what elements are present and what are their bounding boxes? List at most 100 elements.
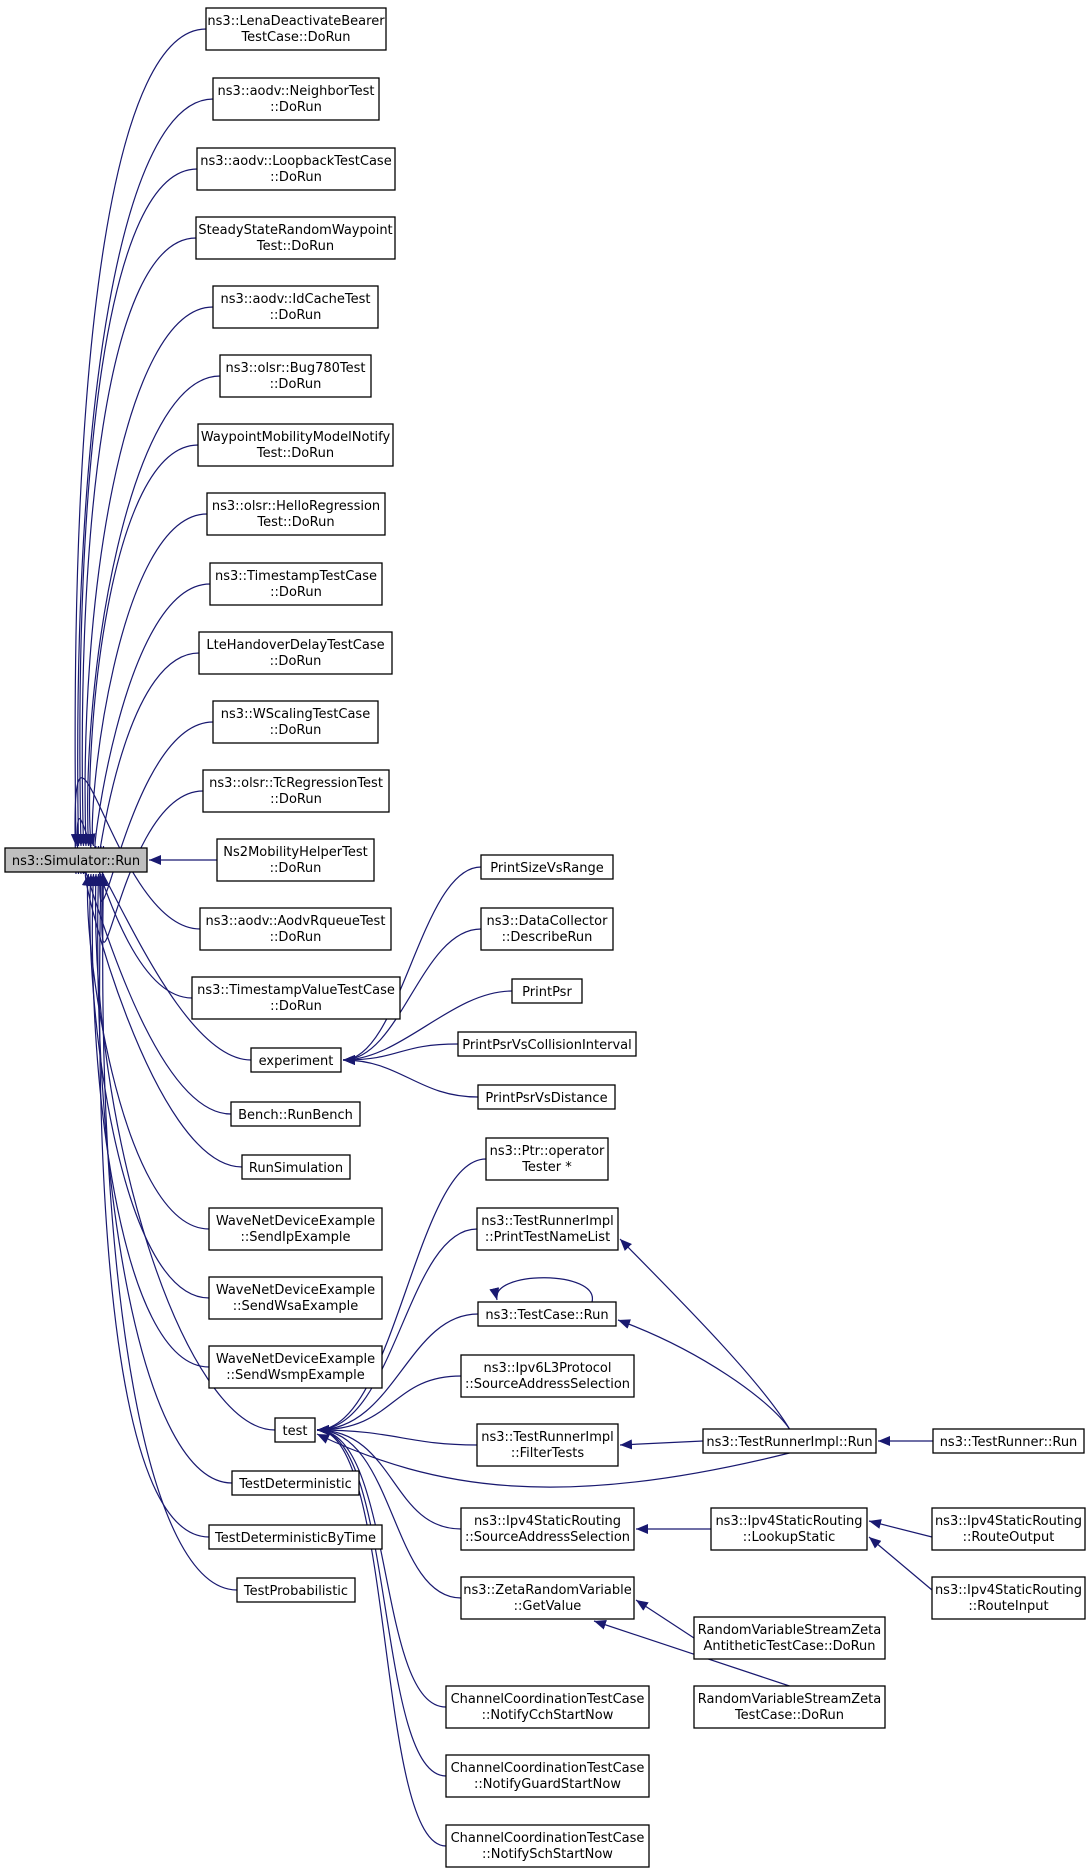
node-label: ::DoRun	[270, 308, 322, 323]
node-experiment[interactable]: experiment	[250, 1047, 342, 1073]
node-n6[interactable]: ns3::olsr::Bug780Test::DoRun	[219, 354, 372, 398]
node-dcdr[interactable]: ns3::DataCollector::DescribeRun	[480, 907, 614, 951]
node-box	[710, 1507, 868, 1551]
node-label: ns3::TestRunner::Run	[940, 1435, 1078, 1450]
edge-ipv6-test	[316, 1375, 462, 1435]
node-label: Test::DoRun	[256, 515, 334, 530]
node-trrun[interactable]: ns3::TestRunner::Run	[932, 1428, 1085, 1454]
edge-zeta-test	[316, 1425, 462, 1599]
edge-n4-root	[78, 237, 197, 847]
node-label: ns3::ZetaRandomVariable	[463, 1583, 631, 1598]
node-label: ::NotifyCchStartNow	[482, 1708, 614, 1723]
node-label: ns3::TimestampValueTestCase	[197, 983, 395, 998]
node-n3[interactable]: ns3::aodv::LoopbackTestCase::DoRun	[196, 147, 396, 191]
node-label: Ns2MobilityHelperTest	[223, 845, 367, 860]
node-ipv4sas[interactable]: ns3::Ipv4StaticRouting::SourceAddressSel…	[460, 1507, 635, 1551]
node-n15[interactable]: ns3::TimestampValueTestCase::DoRun	[191, 976, 401, 1020]
node-n10[interactable]: LteHandoverDelayTestCase::DoRun	[198, 631, 393, 675]
node-psvr[interactable]: PrintSizeVsRange	[480, 854, 614, 880]
node-box	[231, 1470, 360, 1496]
node-root[interactable]: ns3::Simulator::Run	[4, 847, 148, 873]
node-runsim[interactable]: RunSimulation	[241, 1154, 351, 1180]
node-ipv4ro[interactable]: ns3::Ipv4StaticRouting::RouteOutput	[931, 1507, 1086, 1551]
node-ppci[interactable]: PrintPsrVsCollisionInterval	[457, 1031, 637, 1057]
node-tdett[interactable]: TestDeterministicByTime	[208, 1524, 383, 1550]
node-label: ns3::TestRunnerImpl::Run	[706, 1435, 872, 1450]
node-label: ns3::olsr::TcRegressionTest	[209, 776, 383, 791]
node-tdet[interactable]: TestDeterministic	[231, 1470, 360, 1496]
node-cc3[interactable]: ChannelCoordinationTestCase::NotifySchSt…	[445, 1824, 650, 1868]
node-box	[274, 1417, 316, 1443]
edge-n1-root	[70, 28, 207, 847]
node-ipv4ri[interactable]: ns3::Ipv4StaticRouting::RouteInput	[931, 1576, 1086, 1620]
node-label: ::DoRun	[270, 377, 322, 392]
node-box	[197, 423, 394, 467]
node-cc1[interactable]: ChannelCoordinationTestCase::NotifyCchSt…	[445, 1685, 650, 1729]
node-tcrun[interactable]: ns3::TestCase::Run	[477, 1301, 617, 1327]
node-label: TestProbabilistic	[243, 1584, 348, 1599]
edge-psvr-experiment	[342, 866, 482, 1065]
node-box	[460, 1576, 635, 1620]
node-label: ns3::aodv::NeighborTest	[218, 84, 375, 99]
edge-wave1-root	[81, 873, 210, 1230]
node-label: ns3::Ipv6L3Protocol	[484, 1361, 612, 1376]
node-box	[460, 1354, 635, 1398]
edge-n14-root	[70, 777, 201, 930]
edge-ipv4ro-ipv4ls	[868, 1519, 933, 1538]
node-ppsr[interactable]: PrintPsr	[511, 978, 583, 1004]
edge-n7-root	[85, 444, 199, 847]
node-wave3[interactable]: WaveNetDeviceExample::SendWsmpExample	[208, 1345, 383, 1389]
node-label: test	[283, 1424, 308, 1439]
node-label: Bench::RunBench	[238, 1108, 353, 1123]
node-label: ::DoRun	[270, 999, 322, 1014]
node-label: WaveNetDeviceExample	[216, 1283, 375, 1298]
node-wave1[interactable]: WaveNetDeviceExample::SendIpExample	[208, 1207, 383, 1251]
node-n2[interactable]: ns3::aodv::NeighborTest::DoRun	[212, 77, 380, 121]
node-n5[interactable]: ns3::aodv::IdCacheTest::DoRun	[212, 285, 379, 329]
node-label: PrintPsrVsCollisionInterval	[462, 1038, 632, 1053]
node-rvsza[interactable]: RandomVariableStreamZetaAntitheticTestCa…	[693, 1616, 886, 1660]
node-box	[445, 1685, 650, 1729]
node-box	[208, 1276, 383, 1320]
node-wave2[interactable]: WaveNetDeviceExample::SendWsaExample	[208, 1276, 383, 1320]
node-cc2[interactable]: ChannelCoordinationTestCase::NotifyGuard…	[445, 1754, 650, 1798]
node-tprob[interactable]: TestProbabilistic	[236, 1577, 356, 1603]
node-box	[208, 1207, 383, 1251]
node-n14[interactable]: ns3::aodv::AodvRqueueTest::DoRun	[199, 907, 392, 951]
node-box	[477, 1084, 616, 1110]
node-box	[480, 907, 614, 951]
node-trptn[interactable]: ns3::TestRunnerImpl::PrintTestNameList	[476, 1207, 619, 1251]
edge-ptr-test	[316, 1158, 487, 1435]
node-bench[interactable]: Bench::RunBench	[230, 1101, 361, 1127]
node-box	[693, 1685, 886, 1729]
node-trirun[interactable]: ns3::TestRunnerImpl::Run	[702, 1428, 877, 1454]
edge-trptn-test	[316, 1228, 478, 1435]
node-ipv4ls[interactable]: ns3::Ipv4StaticRouting::LookupStatic	[710, 1507, 868, 1551]
node-ppd[interactable]: PrintPsrVsDistance	[477, 1084, 616, 1110]
node-trft[interactable]: ns3::TestRunnerImpl::FilterTests	[476, 1423, 619, 1467]
node-box	[702, 1428, 877, 1454]
node-n11[interactable]: ns3::WScalingTestCase::DoRun	[212, 700, 379, 744]
node-test[interactable]: test	[274, 1417, 316, 1443]
node-zeta[interactable]: ns3::ZetaRandomVariable::GetValue	[460, 1576, 635, 1620]
node-n9[interactable]: ns3::TimestampTestCase::DoRun	[209, 562, 383, 606]
edge-cc2-test	[316, 1425, 447, 1777]
node-ipv6[interactable]: ns3::Ipv6L3Protocol::SourceAddressSelect…	[460, 1354, 635, 1398]
node-box	[477, 1301, 617, 1327]
node-label: Tester *	[521, 1160, 572, 1175]
node-box	[196, 147, 396, 191]
node-n12[interactable]: ns3::olsr::TcRegressionTest::DoRun	[202, 769, 390, 813]
node-label: experiment	[259, 1054, 334, 1069]
node-label: ::SourceAddressSelection	[465, 1377, 630, 1392]
node-n13[interactable]: Ns2MobilityHelperTest::DoRun	[216, 838, 375, 882]
node-label: ::LookupStatic	[743, 1530, 835, 1545]
node-box	[236, 1577, 356, 1603]
edge-rvsza-zeta	[635, 1599, 695, 1639]
node-box	[241, 1154, 351, 1180]
